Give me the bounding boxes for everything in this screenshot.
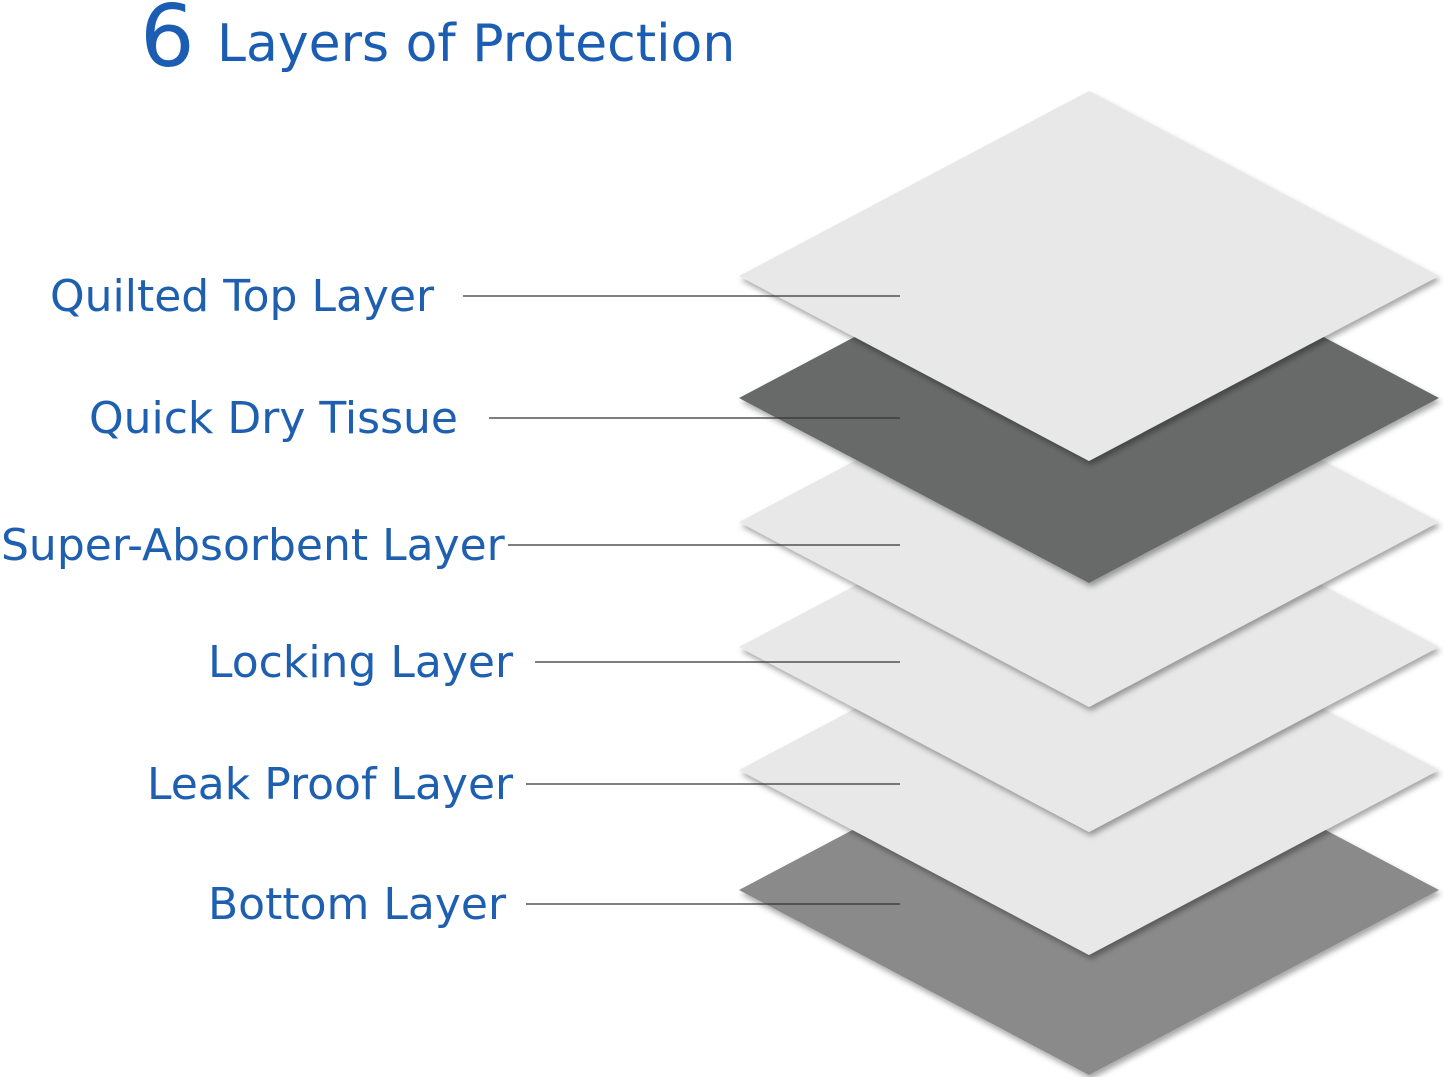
layer-label-super-absorbent: Super-Absorbent Layer <box>1 520 505 571</box>
layer-label-leak-proof: Leak Proof Layer <box>147 759 514 810</box>
layer-label-quilted-top: Quilted Top Layer <box>50 271 435 322</box>
layer-label-locking: Locking Layer <box>208 637 514 688</box>
sheet-quilted-top <box>739 91 1439 461</box>
heading-number: 6 <box>140 0 195 87</box>
heading-title: Layers of Protection <box>217 14 736 74</box>
layer-label-bottom: Bottom Layer <box>208 879 507 930</box>
layer-label-quick-dry-tissue: Quick Dry Tissue <box>89 393 458 444</box>
